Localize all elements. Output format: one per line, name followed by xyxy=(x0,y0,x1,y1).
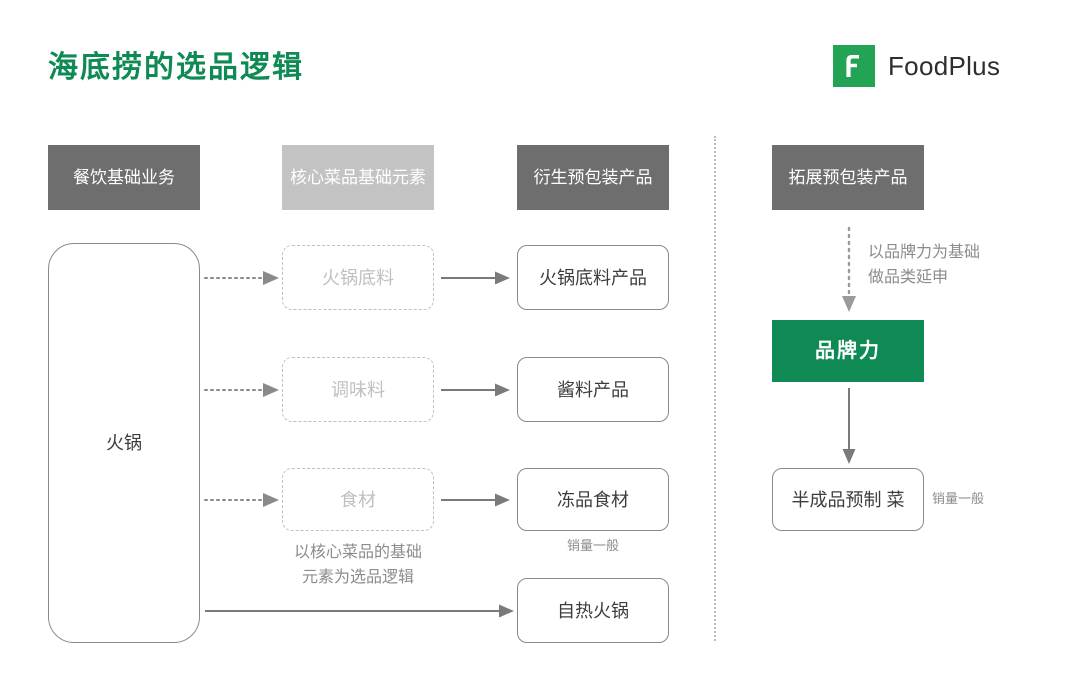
box-self-heating-hotpot: 自热火锅 xyxy=(517,578,669,643)
caption-brand-extension: 以品牌力为基础 做品类延申 xyxy=(868,244,981,286)
column-header-restaurant-base: 餐饮基础业务 xyxy=(48,145,200,210)
box-seasoning: 调味料 xyxy=(282,357,434,422)
note-semi-finished-sales: 销量一般 xyxy=(932,491,985,506)
arrow-dotted-to-ingredients xyxy=(204,490,283,510)
brand-logo-text: FoodPlus xyxy=(888,50,1001,81)
brand-logo: FoodPlus xyxy=(833,45,1000,87)
column-header-core-elements: 核心菜品基础元素 xyxy=(282,145,434,210)
note-frozen-ingredients-sales: 销量一般 xyxy=(566,538,619,553)
box-hotpot-base-product: 火锅底料产品 xyxy=(517,245,669,310)
arrow-dotted-to-seasoning xyxy=(204,380,283,400)
column-header-derived-products: 衍生预包装产品 xyxy=(517,145,669,210)
arrow-dotted-to-soup-base xyxy=(204,268,283,288)
column-header-extended-products: 拓展预包装产品 xyxy=(772,145,924,210)
arrow-solid-down-to-semi-finished xyxy=(838,388,860,466)
box-semi-finished-meal: 半成品预制 菜 xyxy=(772,468,924,531)
arrow-solid-to-sauce-product xyxy=(441,380,513,400)
box-hotpot-soup-base: 火锅底料 xyxy=(282,245,434,310)
box-frozen-ingredients: 冻品食材 xyxy=(517,468,669,531)
arrow-dotted-down-to-brand-power xyxy=(838,226,860,318)
box-sauce-product: 酱料产品 xyxy=(517,357,669,422)
box-brand-power: 品牌力 xyxy=(772,320,924,382)
page-title: 海底捞的选品逻辑 xyxy=(48,51,304,84)
arrow-solid-to-frozen-ingredients xyxy=(441,490,513,510)
section-divider xyxy=(714,136,716,641)
caption-core-element-logic: 以核心菜品的基础 元素为选品逻辑 xyxy=(293,544,422,586)
box-ingredients: 食材 xyxy=(282,468,434,531)
box-hotpot-base: 火锅 xyxy=(48,243,200,643)
foodplus-logo-icon xyxy=(833,45,875,87)
arrow-solid-to-self-heating-hotpot xyxy=(205,601,517,621)
arrow-solid-to-hotpot-base-product xyxy=(441,268,513,288)
